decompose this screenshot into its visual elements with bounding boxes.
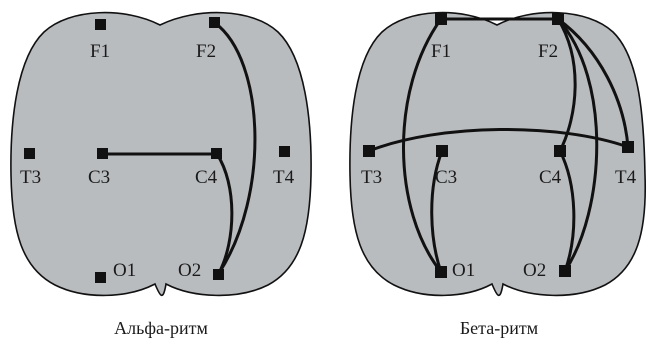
connection-C3-O1 [430,149,444,274]
label-C4: C4 [195,167,218,188]
label-C4: C4 [539,167,562,188]
head-outline-beta [349,11,647,297]
connections-beta [367,17,630,274]
electrodes-alpha [24,17,290,283]
connections-alpha [101,21,257,275]
electrode-O2 [213,269,224,280]
caption-beta: Бета-ритм [460,318,538,338]
panel-beta: F1 F2 T3 C3 C4 T4 O1 O2 Бета-ритм [349,11,647,338]
label-T4: T4 [273,167,295,188]
electrode-O1 [95,272,106,283]
electrode-T4 [622,141,634,153]
electrode-C3 [436,145,448,157]
caption-alpha: Альфа-ритм [114,318,208,338]
electrode-T3 [363,145,375,157]
connection-F2-O2 [556,17,599,273]
electrode-O1 [435,266,447,278]
label-F2: F2 [196,41,216,62]
label-O2: O2 [178,260,201,281]
connection-F2-O2 [213,21,257,275]
label-C3: C3 [435,167,457,188]
connection-C4-O2 [558,149,576,273]
label-T4: T4 [615,167,637,188]
electrode-T4 [279,146,290,157]
connection-F1-O1 [402,17,443,274]
electrodes-beta [363,13,634,278]
label-F1: F1 [90,41,110,62]
label-F1: F1 [431,41,451,62]
label-T3: T3 [361,167,382,188]
label-F2: F2 [538,41,558,62]
connection-F2-C4 [556,17,577,153]
label-O1: O1 [113,260,136,281]
label-O2: O2 [523,260,546,281]
label-C3: C3 [88,167,110,188]
label-O1: O1 [452,260,475,281]
connection-T3-T4 [367,127,630,153]
panel-alpha: F1 F2 T3 C3 C4 T4 O1 O2 Альфа-ритм [10,11,312,338]
electrode-F2 [209,17,220,28]
electrode-C3 [97,148,108,159]
electrode-T3 [24,148,35,159]
electrode-C4 [211,148,222,159]
electrode-labels-alpha: F1 F2 T3 C3 C4 T4 O1 O2 [20,41,295,281]
electrode-O2 [559,265,571,277]
electrode-labels-beta: F1 F2 T3 C3 C4 T4 O1 O2 [361,41,637,281]
electrode-C4 [554,145,566,157]
connection-C4-O2 [215,152,234,275]
connection-F2-T4 [556,17,630,149]
electrode-F1 [435,13,447,25]
label-T3: T3 [20,167,41,188]
electrode-F2 [552,13,564,25]
electrode-F1 [95,19,106,30]
